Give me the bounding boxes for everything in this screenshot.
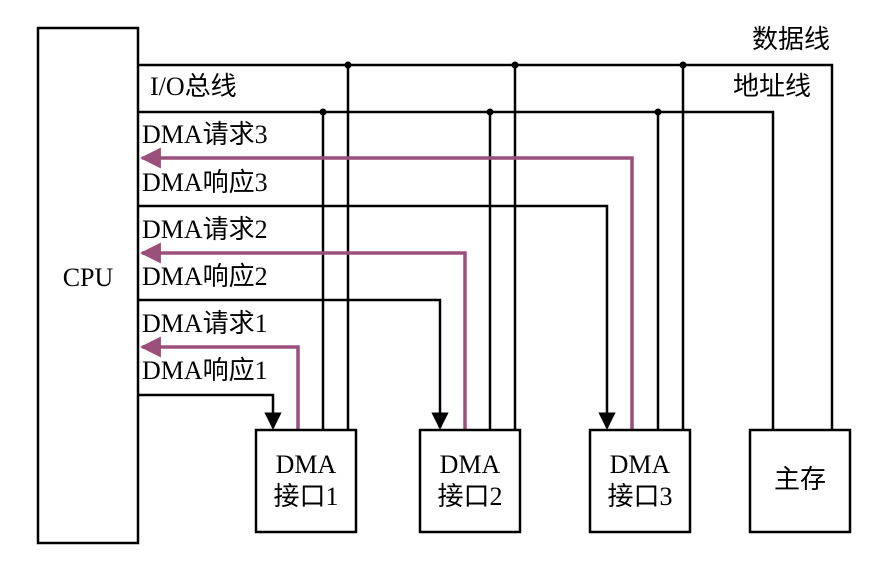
- cpu-label: CPU: [63, 263, 114, 292]
- signal-label-ack-2: DMA响应2: [142, 262, 268, 291]
- signal-label-ack-3: DMA响应3: [142, 168, 268, 197]
- signal-label-request-1: DMA请求1: [142, 309, 268, 338]
- signal-label-ack-1: DMA响应1: [142, 356, 268, 385]
- data-line: [138, 63, 834, 430]
- address-line-label: 地址线: [733, 72, 811, 101]
- dma-interface-1-line1: DMA: [276, 450, 337, 479]
- dma-ack-2-line: [138, 298, 449, 430]
- dma-interface-3-line2: 接口3: [607, 482, 672, 511]
- address-junction-1: [319, 108, 327, 116]
- address-junction-2: [486, 108, 494, 116]
- dma-interface-1-line2: 接口1: [273, 482, 338, 511]
- dma-interface-2-line1: DMA: [440, 450, 501, 479]
- main-memory-box: [748, 428, 852, 534]
- main-memory-label: 主存: [774, 465, 826, 494]
- dma-request-2-line: [139, 242, 467, 430]
- data-junction-1: [344, 61, 352, 69]
- dma-request-1-line: [139, 336, 300, 430]
- io-bus-label: I/O总线: [150, 72, 237, 101]
- address-line: [138, 110, 775, 430]
- data-line-label: 数据线: [752, 25, 830, 54]
- dma-ack-3-line: [138, 204, 616, 430]
- data-junction-3: [679, 61, 687, 69]
- signal-label-request-2: DMA请求2: [142, 215, 268, 244]
- cpu-box: [36, 26, 140, 545]
- dma-request-3-line: [139, 147, 634, 430]
- dma-interface-2-line2: 接口2: [437, 482, 502, 511]
- address-junction-3: [654, 108, 662, 116]
- dma-interface-3-line1: DMA: [610, 450, 671, 479]
- dma-interface-2-box: [418, 428, 522, 534]
- data-junction-2: [511, 61, 519, 69]
- signal-label-request-3: DMA请求3: [142, 120, 268, 149]
- dma-interface-1-box: [254, 428, 358, 534]
- dma-ack-1-line: [138, 393, 282, 430]
- dma-interface-3-box: [588, 428, 692, 534]
